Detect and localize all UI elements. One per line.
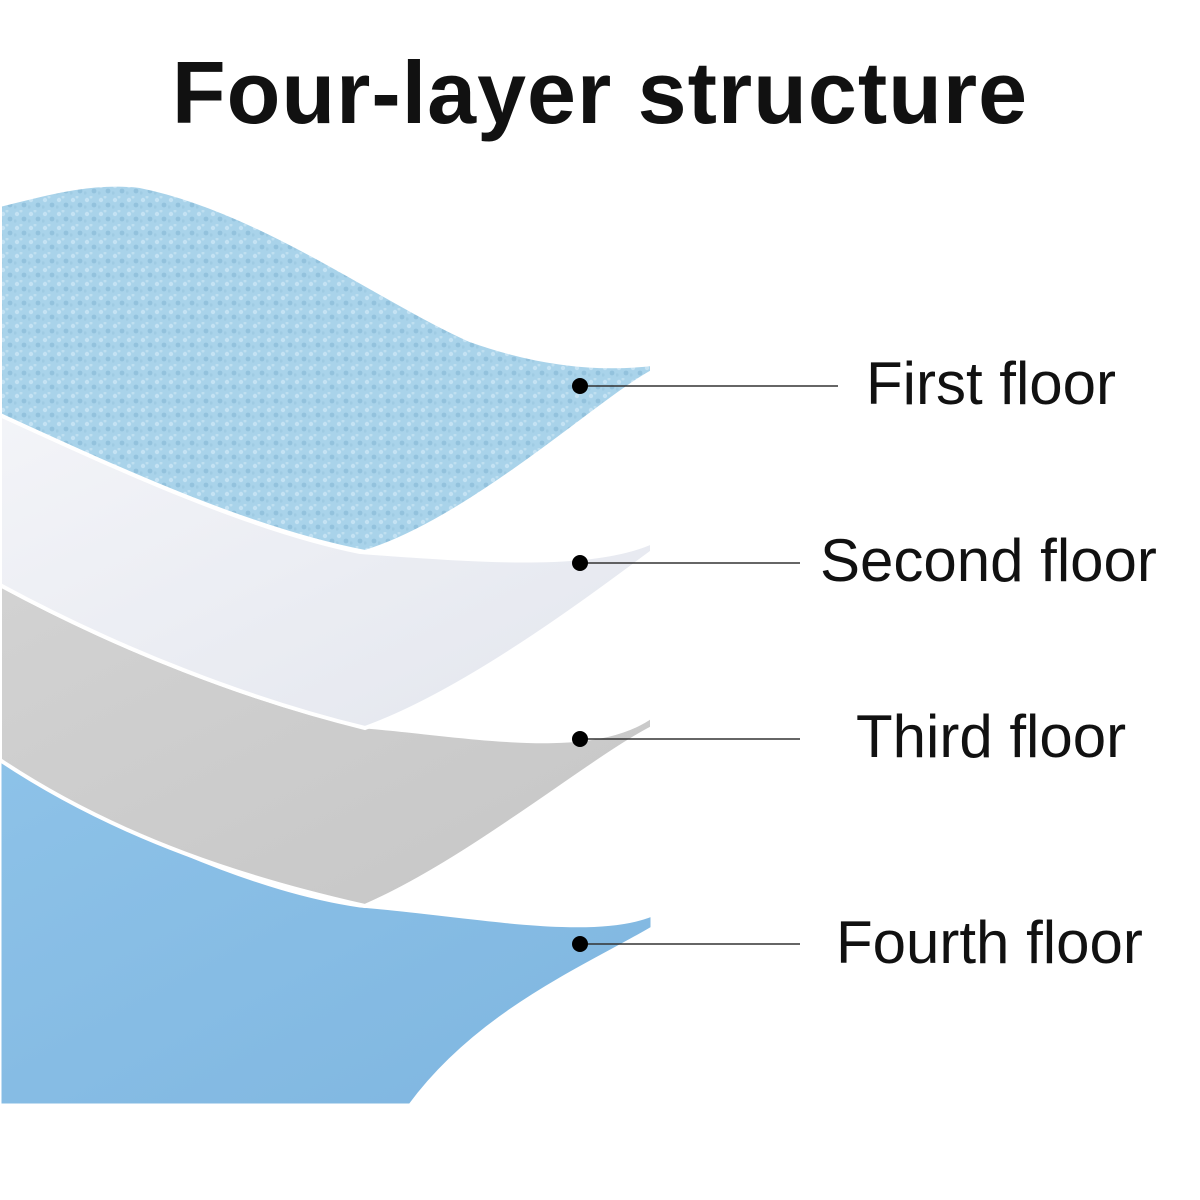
marker-dot-fourth <box>572 936 588 952</box>
marker-dot-first <box>572 378 588 394</box>
marker-dot-third <box>572 731 588 747</box>
label-second-floor: Second floor <box>820 527 1157 594</box>
layer-first <box>0 182 654 555</box>
label-first-floor: First floor <box>866 350 1117 417</box>
label-fourth-floor: Fourth floor <box>836 909 1143 976</box>
marker-dot-second <box>572 555 588 571</box>
page-title: Four-layer structure <box>171 43 1029 142</box>
label-third-floor: Third floor <box>856 703 1127 770</box>
